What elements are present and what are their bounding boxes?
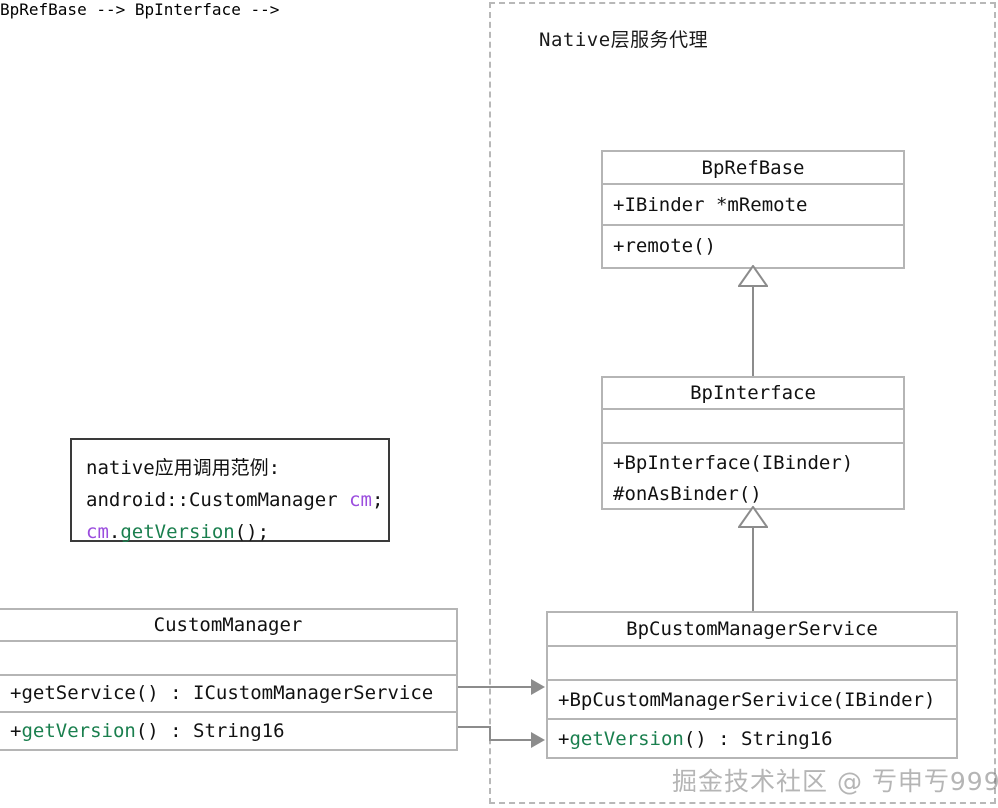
class-title-bp-interface: BpInterface [603, 378, 903, 410]
note-native-usage-example: native应用调用范例: android::CustomManager cm;… [70, 438, 390, 543]
association-arrowhead-get-service [531, 679, 545, 695]
method-signature-rest: () : String16 [135, 719, 285, 742]
class-method-custom-manager-get-version: +getVersion() : String16 [0, 713, 456, 749]
association-line-get-version-segment-2 [489, 726, 491, 741]
class-attributes-bp-interface [603, 410, 903, 444]
note-line-title: native应用调用范例: [86, 457, 281, 479]
class-title-bp-custom-manager-service: BpCustomManagerService [548, 613, 956, 647]
class-custom-manager[interactable]: CustomManager +getService() : ICustomMan… [0, 608, 458, 751]
class-method-remote: +remote() [613, 235, 716, 258]
note-call-method: getVersion [120, 521, 235, 543]
note-call-parens: (); [234, 521, 270, 543]
note-line-call: cm.getVersion(); [86, 516, 374, 548]
class-methods-bp-interface: +BpInterface(IBinder) #onAsBinder() [603, 444, 903, 508]
note-decl-semicolon: ; [372, 489, 384, 511]
method-name-get-version: getVersion [21, 719, 136, 742]
generalization-line-bp-custom-manager-service-to-bp-interface [752, 527, 754, 611]
method-signature-rest: () : String16 [683, 727, 833, 750]
generalization-line-bp-interface-to-bp-ref-base [752, 286, 754, 377]
note-line-declaration: android::CustomManager cm; [86, 484, 383, 516]
watermark: 掘金技术社区 @ 亐申亐999 [672, 767, 998, 796]
class-title-bp-ref-base: BpRefBase [603, 152, 903, 186]
method-name-get-version: getVersion [569, 727, 684, 750]
class-bp-ref-base[interactable]: BpRefBase +IBinder *mRemote +remote() [601, 150, 905, 269]
association-line-get-version-segment-1 [458, 726, 491, 728]
package-label: Native层服务代理 [539, 29, 709, 51]
note-call-dot: . [108, 521, 121, 543]
class-method-bp-custom-manager-serivice-ctor: +BpCustomManagerSerivice(IBinder) [548, 681, 956, 721]
method-sign: + [10, 719, 22, 742]
package-boundary-native [489, 2, 996, 804]
note-decl-variable: cm [349, 489, 372, 511]
association-line-get-version-segment-3 [489, 739, 532, 741]
class-attribute-mremote: +IBinder *mRemote [603, 185, 903, 226]
class-method-get-service: +getService() : ICustomManagerService [0, 676, 456, 713]
class-bp-interface[interactable]: BpInterface +BpInterface(IBinder) #onAsB… [601, 376, 905, 510]
class-title-custom-manager: CustomManager [0, 610, 456, 642]
method-sign: + [558, 727, 570, 750]
association-line-get-service [458, 686, 532, 688]
note-decl-type: android::CustomManager [86, 489, 350, 511]
class-attributes-bp-custom-manager-service [548, 647, 956, 681]
class-method-bp-interface-ctor: +BpInterface(IBinder) [613, 452, 854, 474]
association-arrowhead-get-version [531, 732, 545, 748]
class-method-bp-get-version: +getVersion() : String16 [548, 720, 956, 757]
note-call-variable: cm [86, 521, 109, 543]
class-method-on-as-binder: #onAsBinder() [613, 483, 762, 505]
class-attributes-custom-manager [0, 642, 456, 676]
class-bp-custom-manager-service[interactable]: BpCustomManagerService +BpCustomManagerS… [546, 611, 958, 759]
